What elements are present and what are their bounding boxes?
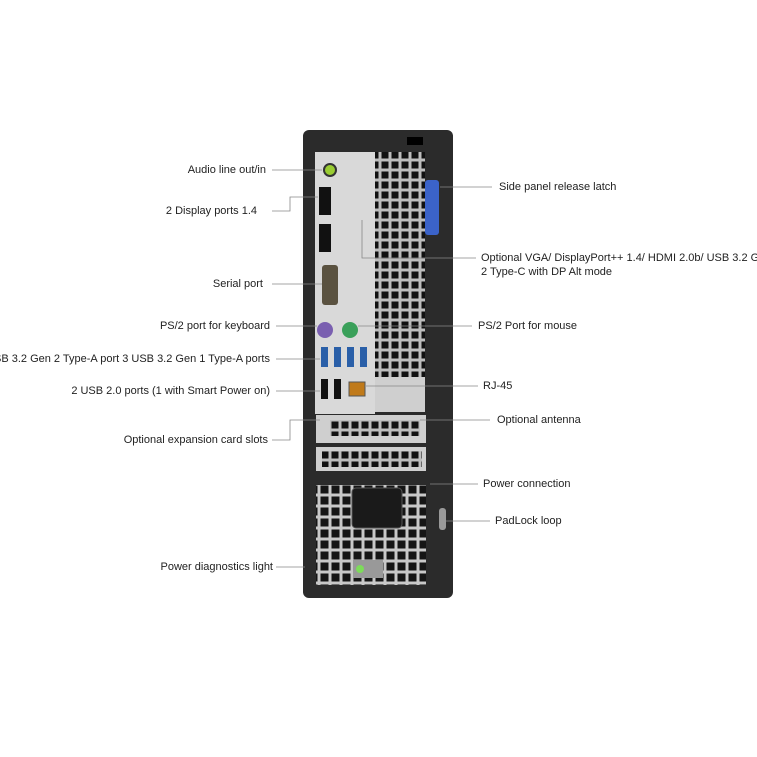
label-rj45: RJ-45: [483, 380, 513, 392]
label-optional-video-2: 2 Type-C with DP Alt mode: [481, 266, 613, 278]
padlock-loop: [439, 508, 446, 530]
label-optional-video-1: Optional VGA/ DisplayPort++ 1.4/ HDMI 2.…: [481, 252, 757, 264]
label-ps2-mouse: PS/2 Port for mouse: [478, 320, 578, 332]
rj45-port: [348, 381, 366, 397]
label-usb3-ports: 1 USB 3.2 Gen 2 Type-A port 3 USB 3.2 Ge…: [0, 353, 270, 365]
usb2-port-2: [334, 379, 341, 399]
label-ps2-keyboard: PS/2 port for keyboard: [159, 320, 270, 332]
usb2-port-1: [321, 379, 328, 399]
label-usb2-ports: 2 USB 2.0 ports (1 with Smart Power on): [71, 385, 270, 397]
ps2-mouse-port: [342, 322, 358, 338]
leader-lines: [272, 169, 492, 568]
ps2-keyboard-port: [317, 322, 333, 338]
label-display-ports: 2 Display ports 1.4: [165, 205, 257, 217]
usb3-ports: [321, 347, 367, 367]
audio-port: [323, 163, 337, 177]
power-connector: [351, 487, 403, 529]
side-panel-latch: [425, 180, 439, 235]
label-optional-antenna: Optional antenna: [497, 414, 581, 426]
display-port-1: [319, 187, 331, 215]
label-power-connection: Power connection: [483, 478, 571, 490]
power-light: [356, 565, 364, 573]
label-power-diagnostics: Power diagnostics light: [160, 561, 273, 573]
label-padlock-loop: PadLock loop: [495, 515, 562, 527]
vent-grille: [375, 152, 425, 377]
serial-port: [322, 265, 338, 305]
display-port-2: [319, 224, 331, 252]
label-audio: Audio line out/in: [187, 164, 266, 176]
label-expansion-slots: Optional expansion card slots: [123, 434, 268, 446]
label-serial-port: Serial port: [212, 278, 263, 290]
label-side-panel-latch: Side panel release latch: [499, 181, 617, 193]
